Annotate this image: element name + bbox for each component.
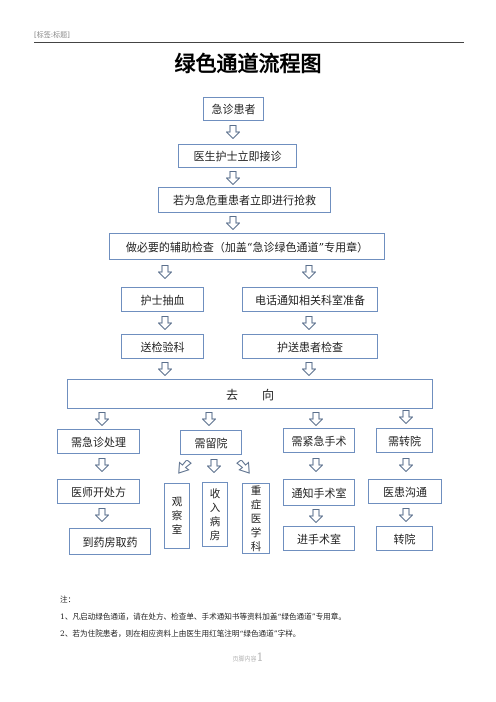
icu-char: 科 [250,540,262,553]
icu-char: 重 [250,484,262,497]
observation-char: 观 [171,496,183,508]
notes-section: 注： 1、凡启动绿色通道，请在处方、检查单、手术通知书等资料加盖“绿色通道”专用… [60,591,346,642]
page-number: 1 [256,651,264,664]
arrow-down-icon [158,265,172,279]
admit-ward-char: 收 [209,487,221,500]
page-title: 绿色通道流程图 [174,52,322,76]
arrow-down-icon [399,508,413,522]
node-destination: 去 向 [67,379,433,409]
arrow-down-icon [95,412,109,426]
arrow-down-icon [226,125,240,139]
admit-ward-char: 病 [209,515,221,528]
node-doctor-nurse: 医生护士立即接诊 [178,144,297,168]
arrow-down-icon [202,412,216,426]
node-icu: 重 症 医 学 科 [242,483,270,554]
node-enter-or: 进手术室 [283,526,355,551]
header-note: [标签:标题] [34,31,70,39]
arrow-down-icon [226,171,240,185]
arrow-down-icon [302,265,316,279]
arrow-down-icon [158,362,172,376]
node-notify-or: 通知手术室 [283,479,355,506]
arrow-down-icon [95,508,109,522]
arrow-down-icon [302,316,316,330]
arrow-down-icon [309,509,323,523]
arrow-down-right-icon [236,460,250,474]
admit-ward-char: 房 [209,529,221,542]
node-aux-exam: 做必要的辅助检查（加盖“急诊绿色通道”专用章） [109,233,385,260]
arrow-down-icon [95,458,109,472]
icu-char: 学 [250,526,262,539]
node-emergency-surgery: 需紧急手术 [283,428,355,453]
observation-char: 察 [171,510,183,522]
arrow-down-icon [158,316,172,330]
notes-label: 注： [60,595,76,604]
arrow-down-icon [226,216,240,230]
observation-char: 室 [171,524,183,536]
node-phone-notify: 电话通知相关科室准备 [242,287,378,312]
arrow-down-icon [309,412,323,426]
node-transfer: 转院 [376,526,433,551]
arrow-down-icon [309,458,323,472]
node-escort-exam: 护送患者检查 [242,334,378,359]
page-footer: 页脚内容1 [0,651,496,664]
icu-char: 症 [250,498,262,511]
node-observation: 观 察 室 [164,483,190,549]
arrow-down-left-icon [178,460,192,474]
header-rule [34,42,464,43]
footer-label: 页脚内容 [232,656,257,663]
node-transfer-need: 需转院 [376,428,433,453]
node-send-lab: 送检验科 [121,334,204,359]
node-emergency-treat: 需急诊处理 [57,429,140,454]
node-admit-ward: 收 入 病 房 [202,482,228,547]
arrow-down-icon [207,459,221,473]
admit-ward-char: 入 [209,501,221,514]
note-2: 2、若为住院患者，则在相应资料上由医生用红笔注明“绿色通道”字样。 [60,629,301,638]
node-nurse-blood: 护士抽血 [121,287,204,312]
node-emergency-patient: 急诊患者 [203,97,264,121]
node-doctor-prescribe: 医师开处方 [57,479,140,504]
node-pharmacy: 到药房取药 [69,528,151,555]
arrow-down-icon [399,458,413,472]
node-hospitalize: 需留院 [180,430,242,455]
arrow-down-icon [399,410,413,424]
node-doctor-patient-comm: 医患沟通 [368,479,442,504]
node-critical-rescue: 若为急危重患者立即进行抢救 [158,187,331,213]
note-1: 1、凡启动绿色通道，请在处方、检查单、手术通知书等资料加盖“绿色通道”专用章。 [60,612,346,621]
icu-char: 医 [250,512,262,525]
arrow-down-icon [302,362,316,376]
